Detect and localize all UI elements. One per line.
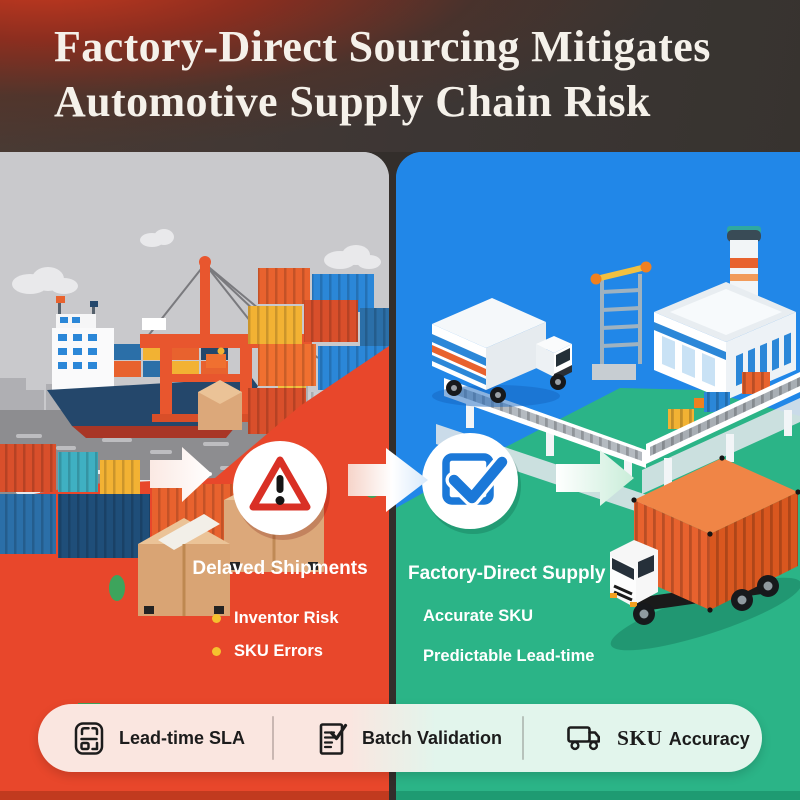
solution-arrow-icon — [556, 450, 634, 506]
left-risk-panel: Delaved Shipments Inventor Risk SKU Erro… — [0, 152, 389, 800]
bullet-label: SKU Errors — [234, 642, 323, 660]
check-badge — [422, 433, 521, 534]
sku-accuracy-truck-icon — [567, 726, 600, 751]
left-bullet-list: Inventor Risk SKU Errors — [212, 608, 339, 661]
title-line-1: Factory-Direct Sourcing Mitigates — [54, 22, 711, 71]
footer-item-batch-validation: Batch Validation — [315, 704, 502, 772]
footer-label-serif: SKU — [617, 725, 663, 750]
factory-scene-illustration — [396, 152, 800, 800]
right-bullet-list: Accurate SKU Predictable Lead-time — [423, 606, 594, 666]
footer-feature-bar: Lead-time SLA Batch Validation SKU Accur… — [38, 704, 762, 772]
list-item: Accurate SKU — [423, 607, 534, 625]
list-item: Predictable Lead-time — [423, 647, 595, 665]
conveyor-belt-right — [646, 372, 800, 486]
conveyor-boxes — [668, 372, 770, 429]
checkmark-icon — [448, 456, 508, 504]
list-item: SKU Errors — [212, 641, 339, 661]
left-bottom-shade — [0, 791, 389, 800]
footer-divider — [272, 716, 274, 760]
footer-item-lead-time-sla: Lead-time SLA — [72, 704, 245, 772]
factory-building — [654, 226, 796, 408]
bullet-dot-icon — [212, 613, 221, 623]
delivery-truck — [432, 298, 572, 407]
title-line-2: Automotive Supply Chain Risk — [54, 77, 651, 126]
port-scene-illustration — [0, 152, 389, 800]
right-bottom-shade — [396, 791, 800, 800]
footer-label: Lead-time SLA — [119, 727, 246, 748]
batch-validation-icon — [319, 722, 348, 755]
list-item: Inventor Risk — [212, 608, 339, 628]
footer-label: Accuracy — [668, 728, 750, 749]
risk-arrow-icon — [150, 447, 212, 502]
lead-time-sla-icon — [74, 721, 104, 755]
small-box-on-ramp — [198, 380, 242, 430]
bullet-dot-icon — [212, 646, 221, 656]
cardboard-box-taped — [138, 514, 230, 616]
transition-arrow-icon — [348, 448, 428, 512]
right-solution-panel: Factory-Direct Supply Accurate SKU Predi… — [396, 152, 800, 800]
warning-badge — [233, 441, 330, 540]
footer-label: Batch Validation — [362, 727, 503, 748]
footer-item-sku-accuracy: SKU Accuracy — [564, 704, 750, 772]
bush-icon — [109, 575, 125, 601]
scaffold-frame — [590, 261, 652, 380]
footer-divider — [522, 716, 524, 760]
header-banner: Factory-Direct Sourcing Mitigates Automo… — [0, 0, 800, 152]
bullet-label: Inventor Risk — [234, 609, 339, 627]
left-headline: Delaved Shipments — [192, 558, 368, 579]
container-truck — [610, 455, 800, 651]
right-headline: Factory-Direct Supply — [408, 563, 606, 584]
clouds — [12, 229, 381, 294]
